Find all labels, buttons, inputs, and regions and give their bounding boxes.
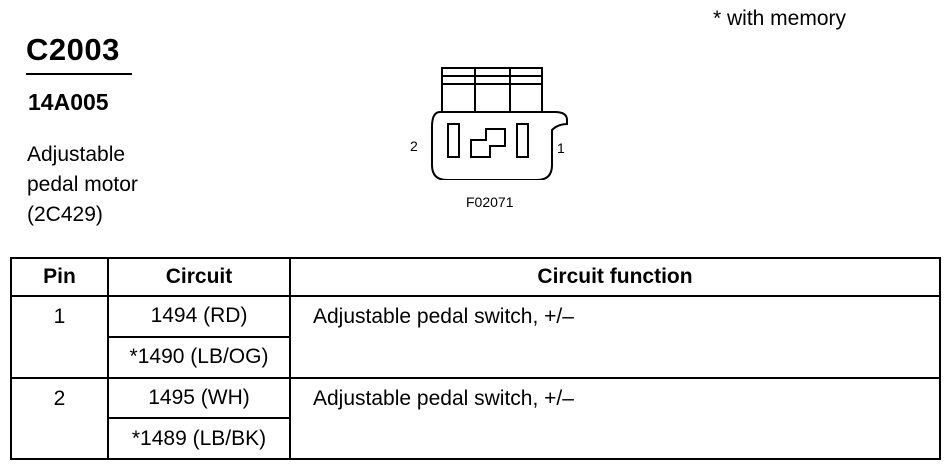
connector-id: C2003	[26, 32, 120, 67]
connector-face-diagram	[431, 67, 568, 180]
keying-feature	[470, 128, 506, 158]
table-row: 1 1494 (RD) Adjustable pedal switch, +/–	[10, 295, 941, 379]
description-line: Adjustable	[27, 143, 126, 166]
table-row: 2 1495 (WH) Adjustable pedal switch, +/–	[10, 376, 941, 460]
pin-cell: 2	[10, 376, 109, 460]
circuit-cell: *1490 (LB/OG)	[107, 335, 291, 379]
description-line: (2C429)	[27, 203, 103, 226]
pin-cell: 1	[10, 295, 109, 379]
header-circuit: Circuit	[107, 257, 291, 297]
function-cell: Adjustable pedal switch, +/–	[289, 295, 941, 379]
memory-note: * with memory	[713, 7, 847, 30]
header-circuit-function: Circuit function	[289, 257, 941, 297]
circuit-cell: 1495 (WH)	[107, 376, 291, 420]
description-line: pedal motor	[27, 173, 138, 196]
connector-latch-housing	[441, 67, 543, 113]
part-number: 14A005	[28, 89, 109, 115]
pin-1-label: 1	[557, 140, 565, 156]
circuit-cell: *1489 (LB/BK)	[107, 417, 291, 460]
terminal-cavity-1	[516, 123, 529, 158]
pinout-table: Pin Circuit Circuit function 1 1494 (RD)…	[10, 257, 941, 460]
figure-id: F02071	[466, 194, 514, 210]
function-cell: Adjustable pedal switch, +/–	[289, 376, 941, 460]
pin-2-label: 2	[410, 138, 418, 154]
table-row: *1489 (LB/BK)	[11, 417, 940, 460]
connector-id-underline	[26, 73, 132, 75]
header-pin: Pin	[10, 257, 109, 297]
connector-description: Adjustable pedal motor (2C429)	[27, 140, 138, 230]
circuit-cell: 1494 (RD)	[107, 295, 291, 338]
table-row: *1490 (LB/OG)	[11, 335, 940, 379]
terminal-cavity-2	[447, 123, 460, 158]
connector-body	[431, 111, 568, 180]
table-header-row: Pin Circuit Circuit function	[10, 257, 941, 297]
